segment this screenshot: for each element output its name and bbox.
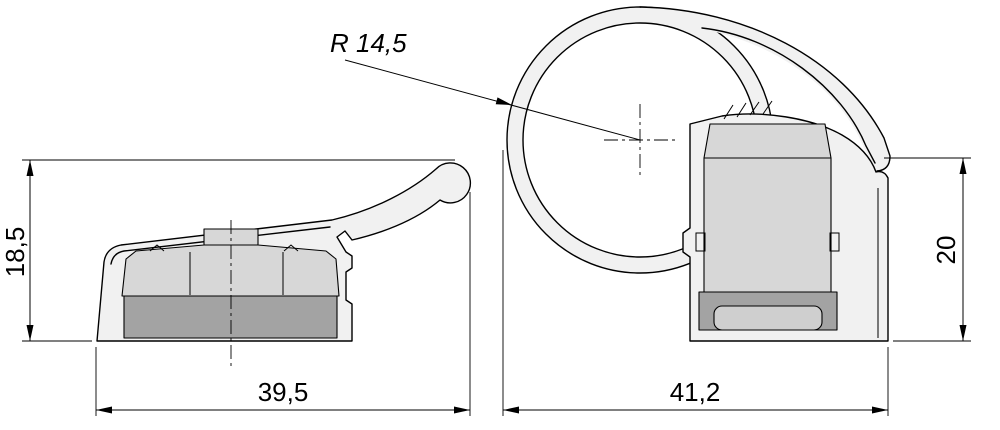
arrowhead-left xyxy=(96,406,112,414)
left-base-block xyxy=(123,295,338,339)
dimensions: R 14,5 18,5 39,5 41,2 xyxy=(0,28,971,416)
arrowhead-left xyxy=(503,406,519,414)
dimension-left-height: 18,5 xyxy=(0,159,455,342)
arrowhead-top xyxy=(26,160,34,176)
right-base-inset xyxy=(713,305,823,331)
serration-line-4 xyxy=(762,100,773,115)
right-clip-right xyxy=(829,232,840,252)
right-profile-view xyxy=(506,6,891,342)
dimension-right-height: 20 xyxy=(884,157,971,342)
arrowhead-right xyxy=(454,406,470,414)
left-insert-notch-right xyxy=(283,244,299,252)
left-height-label: 18,5 xyxy=(0,227,30,278)
dimension-radius: R 14,5 xyxy=(330,28,641,141)
arrowhead-bottom xyxy=(959,325,967,341)
dimension-right-width: 41,2 xyxy=(502,150,889,416)
right-width-label: 41,2 xyxy=(670,377,721,407)
left-width-label: 39,5 xyxy=(258,377,309,407)
radius-arrowhead xyxy=(495,97,512,105)
tail-outer-edge xyxy=(639,6,891,172)
radius-label: R 14,5 xyxy=(330,28,407,58)
tail-band xyxy=(640,7,890,172)
arrowhead-right xyxy=(872,406,888,414)
right-insert-block xyxy=(703,123,832,293)
dimension-left-width: 39,5 xyxy=(95,192,471,416)
arrowhead-bottom xyxy=(26,325,34,341)
serration-line-3 xyxy=(749,101,760,116)
left-profile-view xyxy=(96,162,472,366)
tail-inner-edge xyxy=(701,27,876,164)
serration-line-1 xyxy=(723,104,734,120)
right-height-label: 20 xyxy=(931,236,961,265)
left-insert-notch-left xyxy=(149,244,165,252)
radius-leader-line xyxy=(344,59,641,141)
serration-line-2 xyxy=(736,102,747,118)
left-insert-block xyxy=(121,228,340,297)
left-profile-inner-edge xyxy=(110,226,331,265)
arrowhead-top xyxy=(959,158,967,174)
right-clip-left xyxy=(695,232,706,252)
